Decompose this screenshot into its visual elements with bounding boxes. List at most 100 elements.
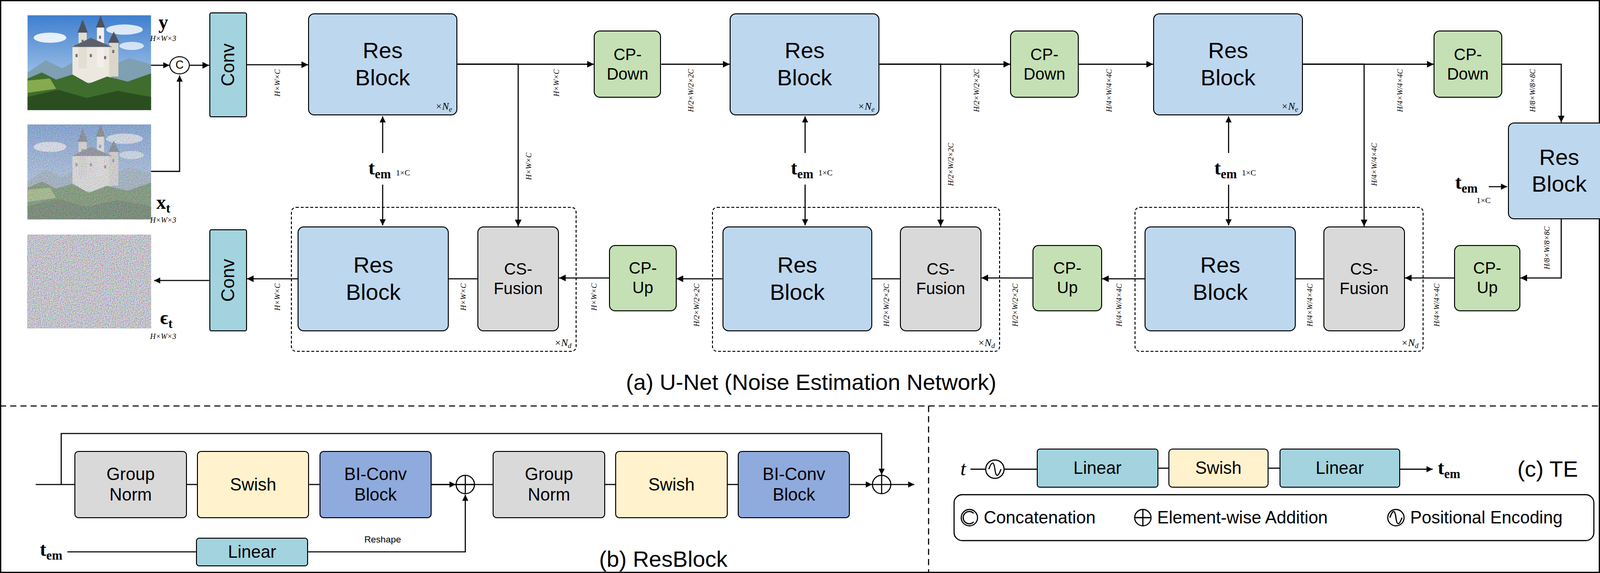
text-label: xt [156,192,171,216]
node-label: Linear [227,541,277,563]
subscript: t [168,316,173,331]
dimension-label: H/8×W/8×8C [1542,226,1552,270]
repeat-count: ×Ne [857,101,875,114]
concat-node: C [169,56,190,75]
text-part: t [1455,171,1462,194]
wire [151,75,180,172]
legend-symbol [1134,509,1151,527]
group-norm-box: Group Norm [492,451,605,519]
dimension-label: H/2×W/2×2C [1011,283,1020,327]
connector [558,277,610,279]
wire [804,184,806,226]
dimension-label: H/2×W/2×2C [882,283,892,327]
dimension-label: H/4×W/4×4C [1370,142,1379,186]
text-label: (c) TE [1517,456,1579,482]
subscript: d [1414,342,1419,351]
wire [154,279,210,281]
res-block: Res Block×Ne [1153,13,1304,116]
repeat-count: ×Nd [554,337,572,351]
cs-fusion-box: CS- Fusion [1323,226,1405,332]
connector [309,484,320,486]
node-label: Res Block [1179,251,1261,306]
connector [605,484,616,486]
node-label: CP- Up [1044,258,1091,298]
text-part: ×N [1401,337,1415,349]
res-block: Res Block ×Ne [308,13,457,116]
subscript: e [1294,105,1299,114]
connector [1268,467,1280,469]
node-label: C [175,59,184,72]
dimension-label: H/2×W/2×2C [686,69,696,113]
repeat-count: ×Ne [1280,101,1298,114]
connector [431,484,493,486]
text-label: tem [790,157,814,182]
node-label: Swish [648,474,695,496]
node-label: Linear [1073,457,1122,479]
text-part: ×N [857,100,872,113]
repeat-count: ×Ne [435,101,453,114]
section-divider [0,406,1600,573]
text-label: 1×C [395,168,411,178]
text-label: H×W×3 [150,332,177,341]
subscript: em [797,166,814,182]
wire [804,116,806,154]
subscript: e [871,105,875,114]
dimension-label: H/2×W/2×2C [692,283,702,327]
connector [247,278,299,280]
image-noisy [27,124,152,220]
wire [151,64,170,66]
res-block: Res Block [722,226,873,332]
positional-encoding-symbol [988,463,1002,476]
connector [676,278,723,280]
connector [727,484,738,486]
legend-label: Positional Encoding [1410,508,1563,528]
text-part: t [790,157,798,179]
connector [1502,64,1562,123]
subscript: em [1461,181,1478,196]
connector [1078,63,1154,65]
dimension-label: H/2×W/2×2C [946,142,956,186]
swish-box: Swish [196,451,310,519]
text-label: (b) ResBlock [598,547,728,572]
res-block: Res Block [1144,226,1296,332]
connector [1102,278,1146,280]
dimension-label: H×W×C [551,69,561,97]
wire [849,484,872,486]
legend-symbol [1134,509,1151,527]
subscript: e [448,105,453,114]
connector [660,63,730,65]
text-part: ×N [554,337,568,349]
text-part: t [1437,457,1445,479]
legend-symbol [963,511,974,525]
repeat-group: ×Nd Res Block CS- Fusion [1134,206,1424,352]
dimension-label: H/4×W/4×4C [1306,283,1315,327]
subscript: em [374,166,392,182]
node-label: CP- Down [1021,44,1068,84]
subscript: em [1444,466,1461,482]
wire [1003,468,1037,470]
cs-fusion-box: CS- Fusion [899,226,982,332]
legend-box [954,495,1595,541]
wire [35,65,1508,553]
cs-fusion-box: CS- Fusion [477,226,559,332]
text-label: H×W×3 [150,216,177,225]
dimension-label: H×W×C [524,153,534,181]
dimension-label: H×W×C [273,69,282,97]
image-clean [27,15,152,111]
text-label: 1×C [1241,168,1257,178]
node-label: Res Block [341,37,424,92]
section-divider [928,406,930,573]
cp-box: CP- Down [593,30,661,98]
node-label: BI-Conv Block [337,464,414,506]
text-label: tem [368,157,391,182]
conv-box: Conv [209,229,248,332]
node-label: Res Block [763,37,846,92]
conv-box: Conv [209,12,248,118]
connector [1158,467,1169,469]
node-label: CP- Up [1464,258,1510,298]
dimension-label: H/4×W/4×4C [1114,283,1124,327]
dimension-label: H/2×W/2×2C [972,69,981,113]
dimension-label: H×W×C [459,283,468,311]
